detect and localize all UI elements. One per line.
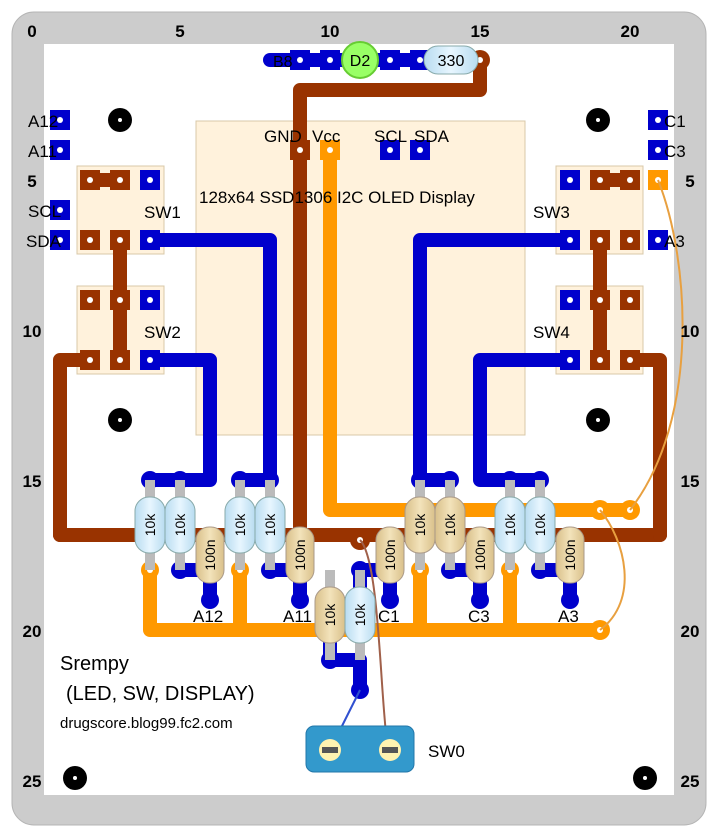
r-10k-8: 10k	[532, 513, 548, 537]
pullup-resistors	[134, 480, 556, 660]
axis-top-20: 20	[621, 22, 640, 41]
r-10k-1: 10k	[142, 513, 158, 537]
decoupling-capacitors	[195, 526, 585, 584]
r-10k-2: 10k	[172, 513, 188, 537]
pad-holes-blue	[57, 57, 661, 363]
left-sda-label: SDA	[26, 232, 62, 251]
bottom-c3-label: C3	[468, 607, 490, 626]
left-scl-label: SCL	[28, 202, 61, 221]
axis-top-10: 10	[321, 22, 340, 41]
axis-right-20: 20	[681, 622, 700, 641]
bottom-a12-label: A12	[193, 607, 223, 626]
r-10k-3: 10k	[232, 513, 248, 537]
axis-left-25: 25	[23, 772, 42, 791]
sw0-switch	[305, 725, 415, 773]
mounting-holes	[63, 108, 657, 790]
pin-scl-label: SCL	[374, 127, 407, 146]
c-100n-5: 100n	[562, 539, 578, 570]
left-a12-label: A12	[28, 112, 58, 131]
sw2-label: SW2	[144, 323, 181, 342]
bottom-a11-label: A11	[283, 607, 312, 626]
axis-right-10: 10	[681, 322, 700, 341]
pad-holes-brown	[87, 147, 661, 363]
right-a3-label: A3	[664, 232, 685, 251]
led-label: D2	[350, 53, 371, 70]
right-c1-label: C1	[664, 112, 686, 131]
axis-right-15: 15	[681, 472, 700, 491]
r-10k-9: 10k	[322, 603, 338, 627]
r-10k-4: 10k	[262, 513, 278, 537]
pin-gnd-label: GND	[264, 127, 302, 146]
c-100n-3: 100n	[382, 539, 398, 570]
jumper-wire-a3	[599, 509, 626, 631]
sw1-label: SW1	[144, 203, 181, 222]
axis-left-10: 10	[23, 322, 42, 341]
b8-label: B8	[273, 54, 293, 71]
c-100n-4: 100n	[472, 539, 488, 570]
project-url: drugscore.blog99.fc2.com	[60, 715, 233, 732]
sw4-label: SW4	[533, 323, 570, 342]
right-c3-label: C3	[664, 142, 686, 161]
axis-top-15: 15	[471, 22, 490, 41]
axis-top-0: 0	[27, 22, 36, 41]
pin-vcc-label: Vcc	[312, 127, 341, 146]
r-10k-7: 10k	[502, 513, 518, 537]
c-100n-2: 100n	[292, 539, 308, 570]
sw3-label: SW3	[533, 203, 570, 222]
c-100n-1: 100n	[202, 539, 218, 570]
resistor-330-label: 330	[438, 53, 465, 70]
r-10k-5: 10k	[412, 513, 428, 537]
jumper-wire-c3	[629, 179, 684, 511]
axis-left-20: 20	[23, 622, 42, 641]
axis-right-5: 5	[685, 172, 694, 191]
pin-sda-label: SDA	[414, 127, 450, 146]
resistor-330	[423, 45, 479, 75]
left-a11-label: A11	[28, 142, 57, 161]
axis-left-15: 15	[23, 472, 42, 491]
axis-left-5: 5	[27, 172, 36, 191]
r-10k-10: 10k	[352, 603, 368, 627]
project-subtitle: (LED, SW, DISPLAY)	[66, 683, 255, 705]
sw0-label: SW0	[428, 742, 465, 761]
oled-module	[195, 120, 526, 436]
r-10k-6: 10k	[442, 513, 458, 537]
axis-right-25: 25	[681, 772, 700, 791]
bottom-c1-label: C1	[378, 607, 400, 626]
led-d2	[341, 41, 379, 79]
display-title: 128x64 SSD1306 I2C OLED Display	[199, 188, 475, 207]
project-name: Srempy	[60, 653, 129, 675]
axis-top-5: 5	[175, 22, 184, 41]
bottom-a3-label: A3	[558, 607, 579, 626]
